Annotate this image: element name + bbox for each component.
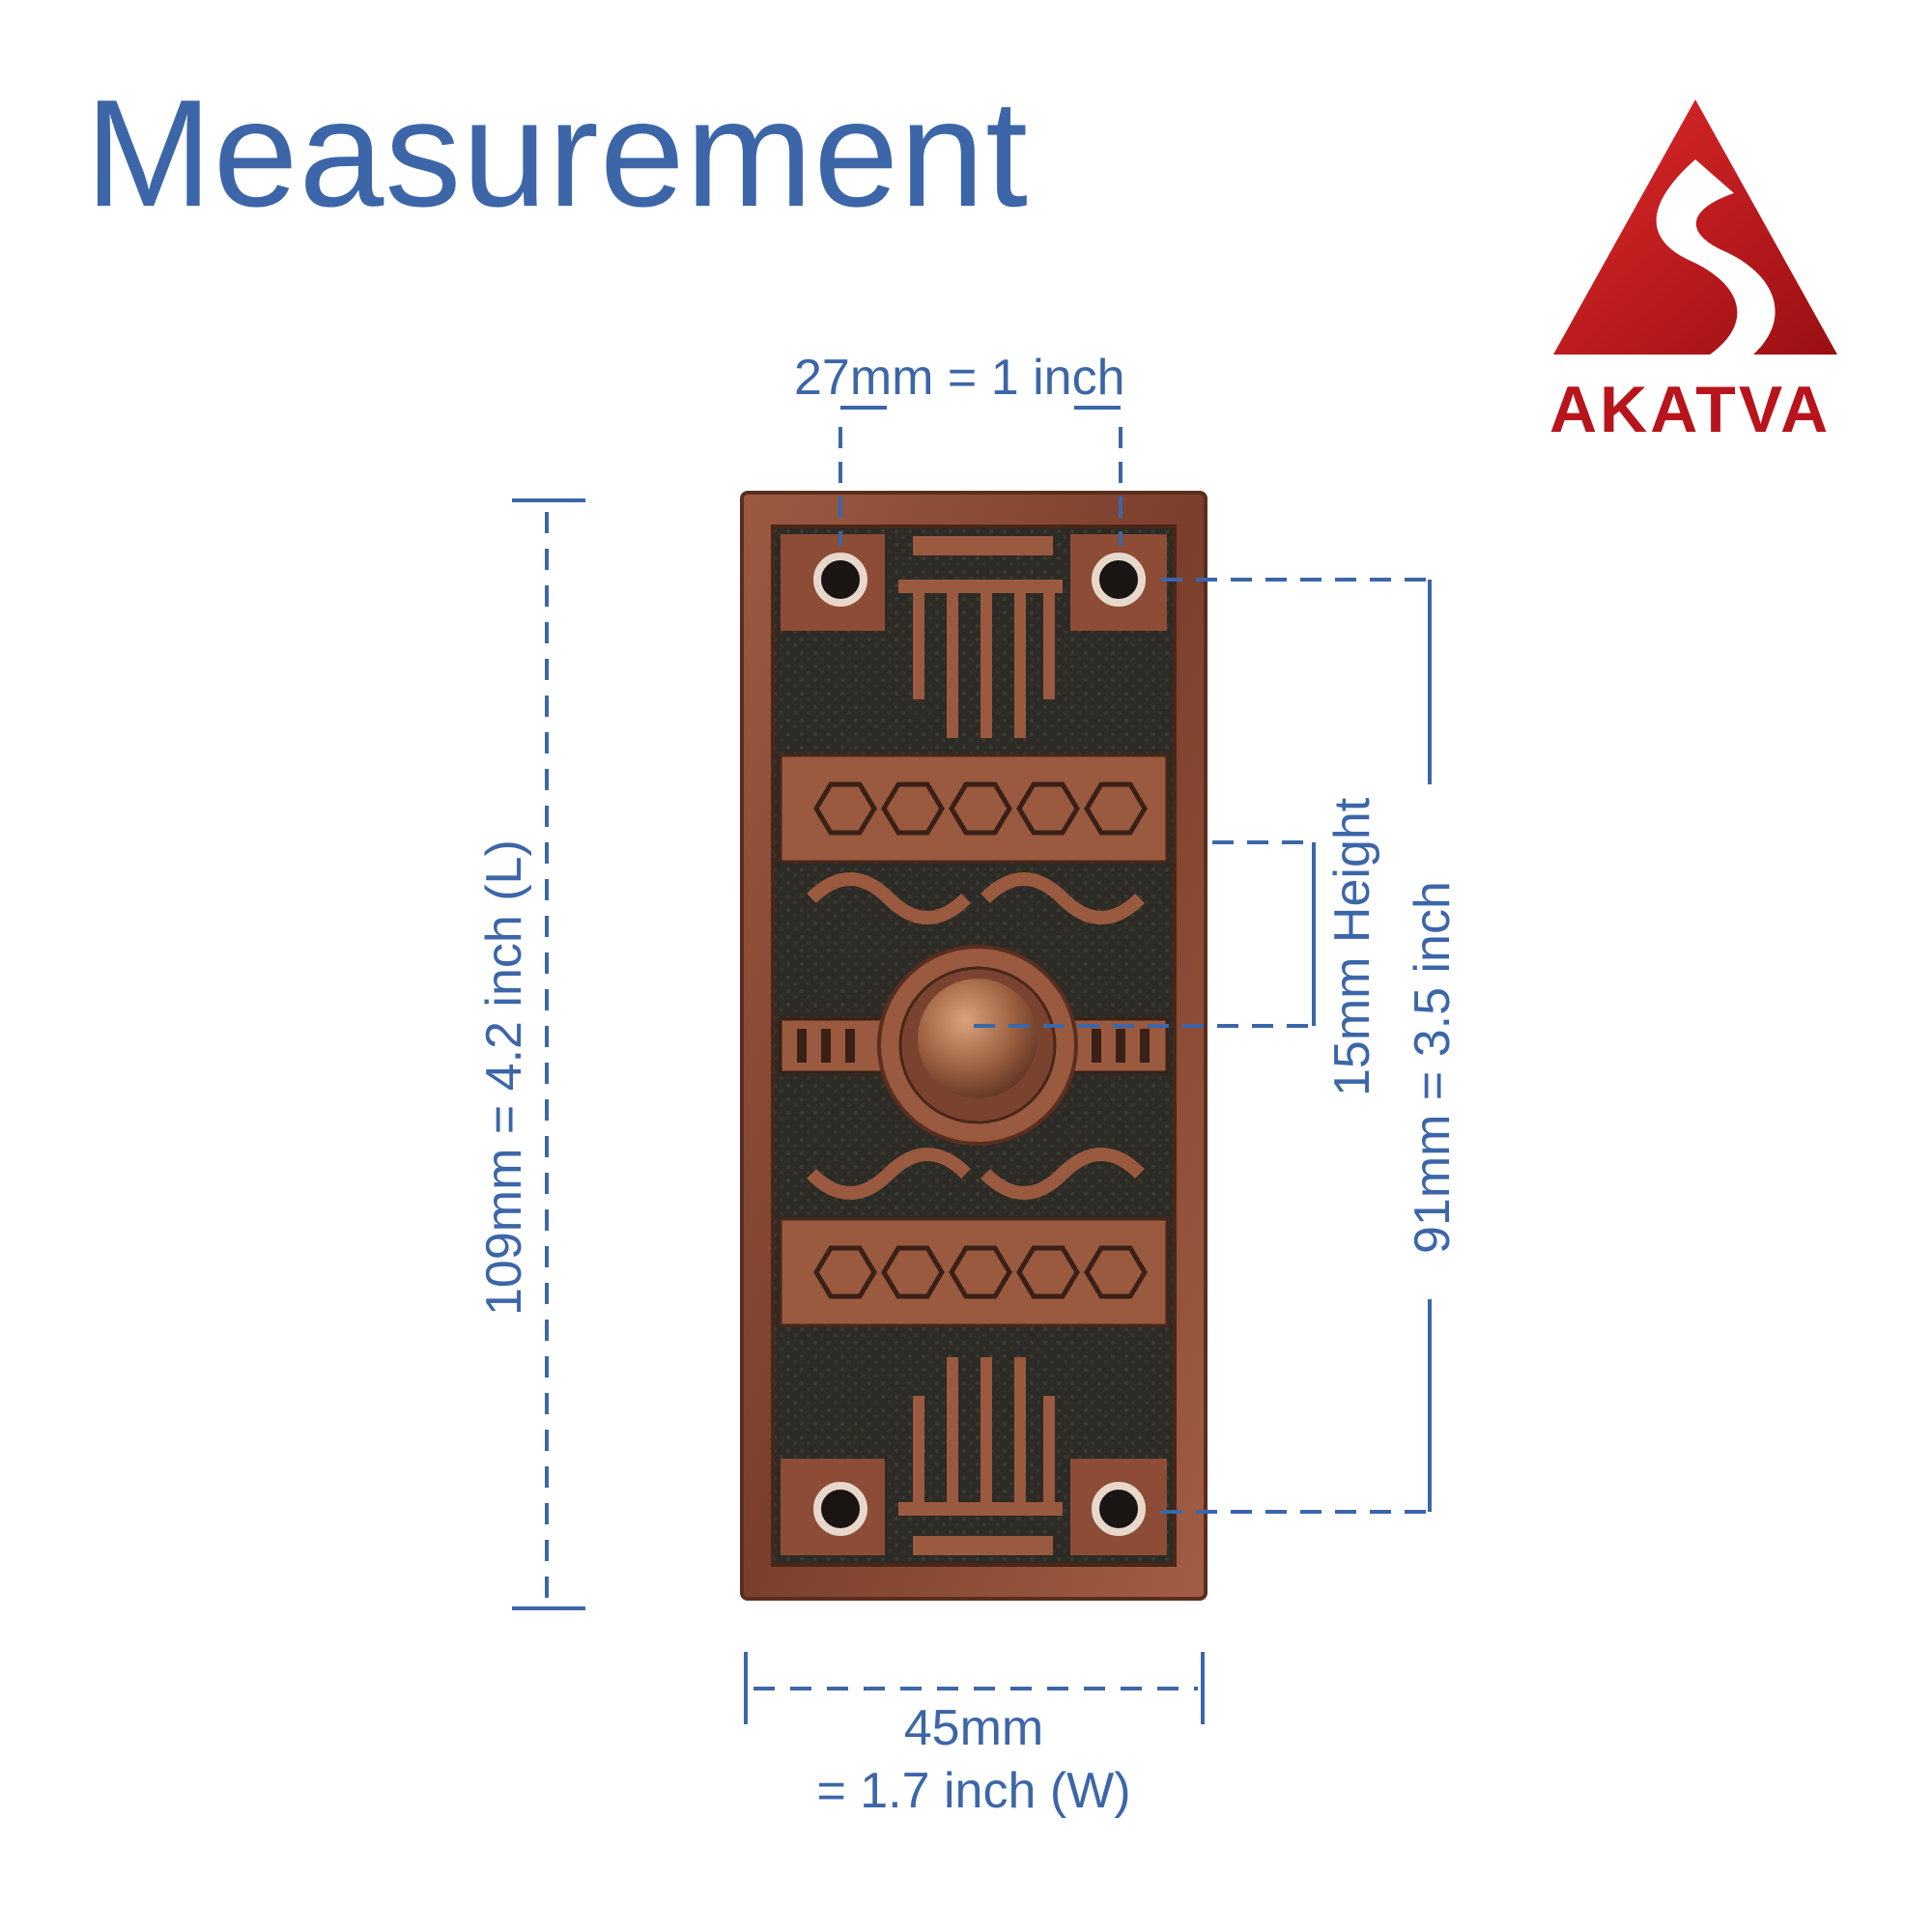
akatva-logo-icon bbox=[1553, 99, 1837, 355]
brand-name: AKATVA bbox=[1549, 373, 1832, 446]
button-height-label: 15mm Height bbox=[1324, 797, 1380, 1096]
width-label-mm: 45mm bbox=[903, 1700, 1044, 1756]
screw-hole bbox=[813, 1482, 867, 1536]
hexagon-band bbox=[779, 753, 1169, 1327]
page-title: Measurement bbox=[85, 69, 1029, 239]
width-label-inch: = 1.7 inch (W) bbox=[816, 1763, 1131, 1819]
dimension-lines bbox=[512, 406, 1432, 1724]
hole-spacing-width-label: 27mm = 1 inch bbox=[794, 350, 1125, 406]
length-label: 109mm = 4.2 inch (L) bbox=[476, 839, 532, 1316]
screw-hole bbox=[1092, 1482, 1146, 1536]
hole-spacing-height-label: 91mm = 3.5 inch bbox=[1405, 881, 1461, 1254]
screw-hole bbox=[813, 553, 867, 607]
doorbell-button bbox=[877, 945, 1078, 1146]
doorbell-plate bbox=[740, 491, 1208, 1601]
screw-hole bbox=[1092, 553, 1146, 607]
